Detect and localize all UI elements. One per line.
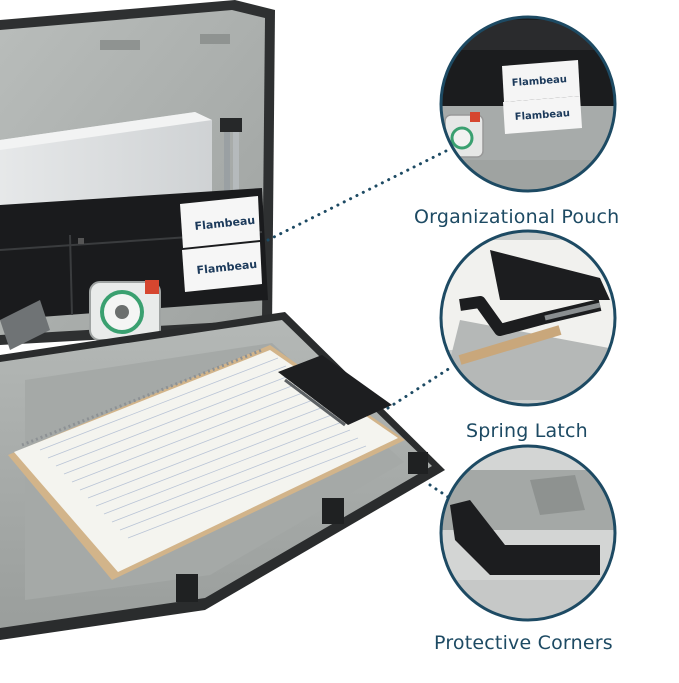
clipboard-clip xyxy=(278,355,392,427)
callout-label-corners: Protective Corners xyxy=(434,632,613,654)
callout-circle-pouch: Flambeau Flambeau xyxy=(439,15,617,193)
corner-clip xyxy=(408,452,428,474)
notepad xyxy=(8,345,405,580)
callout-connectors xyxy=(266,148,462,507)
business-card: Flambeau xyxy=(182,242,262,292)
organizational-pouch: Flambeau Flambeau xyxy=(0,188,268,350)
callout-label-pouch: Organizational Pouch xyxy=(414,206,620,228)
business-card: Flambeau xyxy=(180,196,260,248)
pens xyxy=(220,118,242,203)
card-brand-text-2: Flambeau xyxy=(196,258,258,277)
closeup-card-text-1: Flambeau xyxy=(511,74,567,89)
corner-clip xyxy=(176,574,198,602)
connector-pouch xyxy=(266,148,450,242)
callout-circle-latch xyxy=(439,229,617,407)
callout-label-latch: Spring Latch xyxy=(466,420,588,442)
connector-latch xyxy=(386,366,452,410)
corner-clip xyxy=(322,498,344,524)
connector-corners xyxy=(428,483,462,507)
closeup-card-text-2: Flambeau xyxy=(514,108,570,123)
callout-circle-corners xyxy=(439,444,617,622)
tape-measure xyxy=(89,280,161,341)
card-brand-text-1: Flambeau xyxy=(194,214,256,233)
